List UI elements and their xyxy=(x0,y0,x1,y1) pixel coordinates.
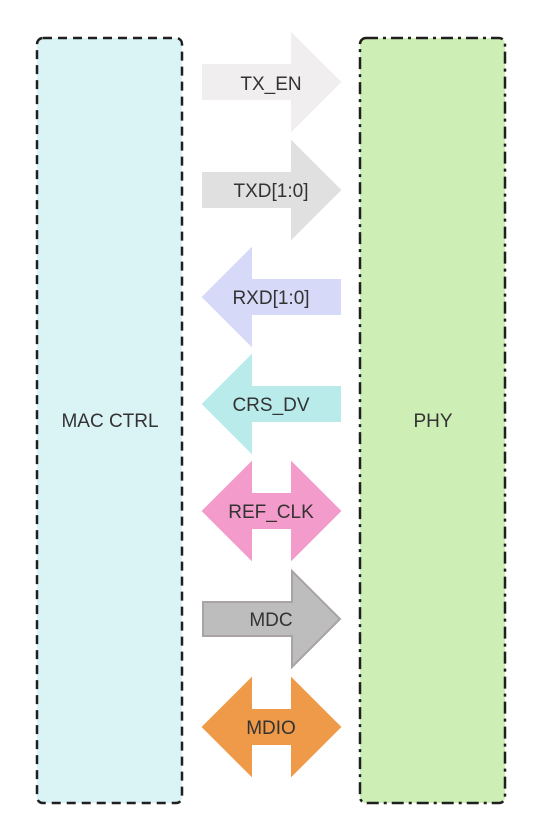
txd-arrow xyxy=(202,139,342,241)
mac-ctrl-box xyxy=(35,36,184,805)
mdio-label: MDIO xyxy=(246,718,296,739)
mac-ctrl-label: MAC CTRL xyxy=(61,411,158,432)
crs-dv-arrow xyxy=(201,353,341,455)
signal-txd: TXD[1:0] xyxy=(202,139,342,241)
phy-label: PHY xyxy=(413,411,452,432)
mdio-arrow xyxy=(201,676,342,778)
signal-crs-dv: CRS_DV xyxy=(201,353,341,455)
mdc-arrow xyxy=(202,568,342,670)
rxd-arrow xyxy=(201,246,341,348)
signal-tx-en: TX_EN xyxy=(202,31,342,133)
txd-label: TXD[1:0] xyxy=(234,181,309,202)
signal-ref-clk: REF_CLK xyxy=(201,460,342,562)
rxd-label: RXD[1:0] xyxy=(232,288,309,309)
phy-block: PHY xyxy=(358,36,507,805)
tx-en-arrow xyxy=(202,31,342,133)
ref-clk-label: REF_CLK xyxy=(228,502,314,523)
mdc-label: MDC xyxy=(249,610,292,631)
crs-dv-label: CRS_DV xyxy=(232,395,309,416)
signal-mdio: MDIO xyxy=(201,676,342,778)
signal-mdc: MDC xyxy=(202,568,342,670)
phy-box xyxy=(358,36,507,805)
tx-en-label: TX_EN xyxy=(240,74,301,95)
ref-clk-arrow xyxy=(201,460,342,562)
mac-ctrl-block: MAC CTRL xyxy=(35,36,184,805)
signal-rxd: RXD[1:0] xyxy=(201,246,341,348)
